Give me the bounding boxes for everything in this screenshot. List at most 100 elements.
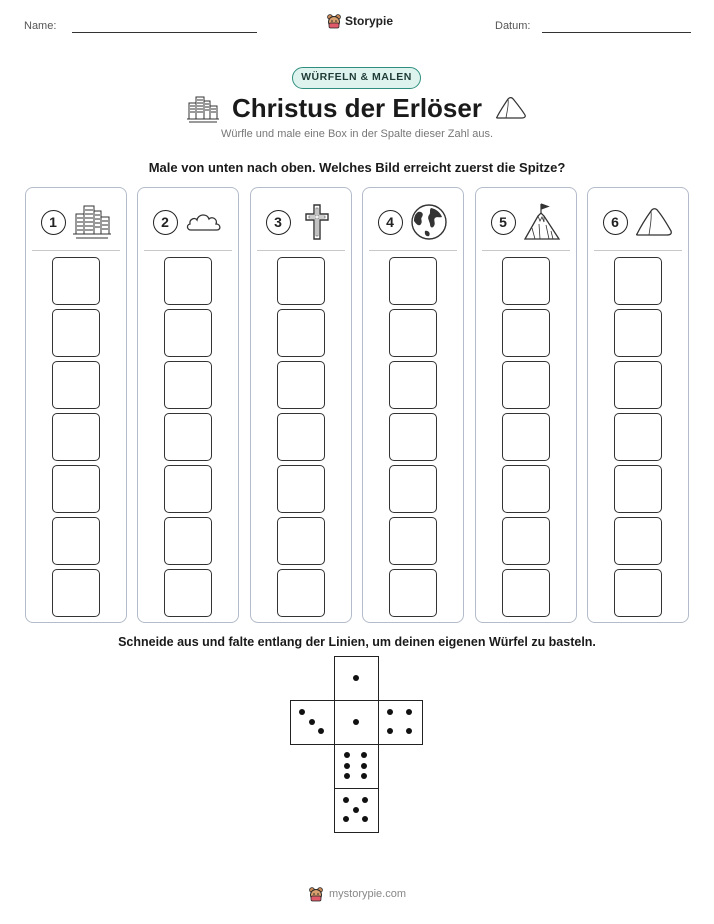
die-pip bbox=[387, 709, 393, 715]
paint-box[interactable] bbox=[164, 413, 212, 461]
die-face-1 bbox=[334, 656, 379, 701]
mountain-flag-icon bbox=[523, 203, 560, 240]
paint-box[interactable] bbox=[52, 257, 100, 305]
globe-icon bbox=[410, 204, 447, 240]
paint-box[interactable] bbox=[389, 517, 437, 565]
cut-instruction: Schneide aus und falte entlang der Linie… bbox=[118, 635, 596, 649]
paint-box[interactable] bbox=[614, 569, 662, 617]
paint-box[interactable] bbox=[389, 413, 437, 461]
paint-box[interactable] bbox=[164, 517, 212, 565]
date-line[interactable] bbox=[542, 32, 691, 33]
paint-box[interactable] bbox=[614, 517, 662, 565]
paint-box[interactable] bbox=[502, 569, 550, 617]
paint-box[interactable] bbox=[389, 309, 437, 357]
paint-box[interactable] bbox=[52, 569, 100, 617]
die-pip bbox=[361, 762, 367, 769]
column-header: 1 bbox=[26, 200, 126, 244]
paint-box[interactable] bbox=[277, 517, 325, 565]
paint-box[interactable] bbox=[277, 309, 325, 357]
city-icon bbox=[187, 96, 219, 123]
die-face-3 bbox=[290, 700, 335, 745]
die-pip bbox=[362, 816, 368, 822]
paint-box[interactable] bbox=[277, 257, 325, 305]
paint-box[interactable] bbox=[52, 309, 100, 357]
paint-box[interactable] bbox=[502, 309, 550, 357]
paint-box[interactable] bbox=[614, 413, 662, 461]
mountain-icon bbox=[635, 208, 672, 236]
activity-badge: WÜRFELN & MALEN bbox=[292, 67, 421, 89]
column-number: 2 bbox=[152, 209, 178, 235]
paint-box[interactable] bbox=[52, 413, 100, 461]
paint-box[interactable] bbox=[164, 361, 212, 409]
title-row: Christus der Erlöser bbox=[0, 90, 714, 126]
paint-box[interactable] bbox=[164, 465, 212, 513]
die-pip bbox=[299, 709, 305, 715]
paint-box[interactable] bbox=[389, 257, 437, 305]
dice-column-3: 3 bbox=[250, 187, 352, 623]
die-pip bbox=[361, 752, 367, 758]
paint-box[interactable] bbox=[277, 413, 325, 461]
column-number: 5 bbox=[490, 209, 516, 235]
mountain-icon bbox=[495, 97, 526, 119]
die-pip bbox=[406, 728, 412, 734]
paint-box[interactable] bbox=[502, 413, 550, 461]
die-pip bbox=[343, 816, 349, 822]
die-pip bbox=[344, 752, 350, 758]
paint-box[interactable] bbox=[164, 257, 212, 305]
dice-column-1: 1 bbox=[25, 187, 127, 623]
column-header: 3 bbox=[251, 200, 351, 244]
page-subtitle: Würfle und male eine Box in der Spalte d… bbox=[220, 128, 494, 140]
date-label: Datum: bbox=[495, 20, 531, 32]
paint-box[interactable] bbox=[389, 569, 437, 617]
die-pip bbox=[344, 773, 350, 779]
paint-box[interactable] bbox=[52, 517, 100, 565]
name-label: Name: bbox=[24, 20, 57, 32]
die-pip bbox=[362, 797, 368, 803]
paint-box[interactable] bbox=[502, 257, 550, 305]
column-header: 6 bbox=[588, 200, 688, 244]
die-face-4 bbox=[378, 700, 423, 745]
paint-box[interactable] bbox=[164, 309, 212, 357]
column-divider bbox=[257, 250, 345, 251]
paint-box[interactable] bbox=[502, 361, 550, 409]
column-divider bbox=[594, 250, 682, 251]
die-pip bbox=[406, 709, 412, 715]
paint-box[interactable] bbox=[389, 465, 437, 513]
die-face-6 bbox=[334, 744, 379, 789]
brand-logo: Storypie bbox=[326, 13, 393, 29]
column-divider bbox=[144, 250, 232, 251]
footer: mystorypie.com bbox=[0, 886, 714, 902]
paint-box[interactable] bbox=[614, 465, 662, 513]
column-number: 6 bbox=[602, 209, 628, 235]
paint-box[interactable] bbox=[52, 361, 100, 409]
column-header: 2 bbox=[138, 200, 238, 244]
column-number: 3 bbox=[265, 209, 291, 235]
die-pip bbox=[318, 728, 324, 734]
game-instruction: Male von unten nach oben. Welches Bild e… bbox=[148, 160, 566, 175]
paint-box[interactable] bbox=[277, 465, 325, 513]
paint-box[interactable] bbox=[52, 465, 100, 513]
paint-box[interactable] bbox=[277, 569, 325, 617]
die-pip bbox=[343, 797, 349, 803]
paint-box[interactable] bbox=[389, 361, 437, 409]
paint-box[interactable] bbox=[614, 309, 662, 357]
city-icon bbox=[72, 205, 111, 239]
cross-icon bbox=[304, 204, 329, 240]
paint-box[interactable] bbox=[164, 569, 212, 617]
paint-box[interactable] bbox=[614, 257, 662, 305]
paint-box[interactable] bbox=[277, 361, 325, 409]
dice-column-6: 6 bbox=[587, 187, 689, 623]
die-pip bbox=[352, 674, 359, 681]
paint-box[interactable] bbox=[614, 361, 662, 409]
die-pip bbox=[308, 718, 315, 725]
brand-name: Storypie bbox=[345, 14, 394, 28]
die-pip bbox=[387, 728, 393, 734]
name-line[interactable] bbox=[72, 32, 257, 33]
die-pip bbox=[361, 773, 367, 779]
column-header: 4 bbox=[363, 200, 463, 244]
die-face-1 bbox=[334, 700, 379, 745]
paint-box[interactable] bbox=[502, 465, 550, 513]
paint-box[interactable] bbox=[502, 517, 550, 565]
column-number: 1 bbox=[40, 209, 66, 235]
column-divider bbox=[369, 250, 457, 251]
